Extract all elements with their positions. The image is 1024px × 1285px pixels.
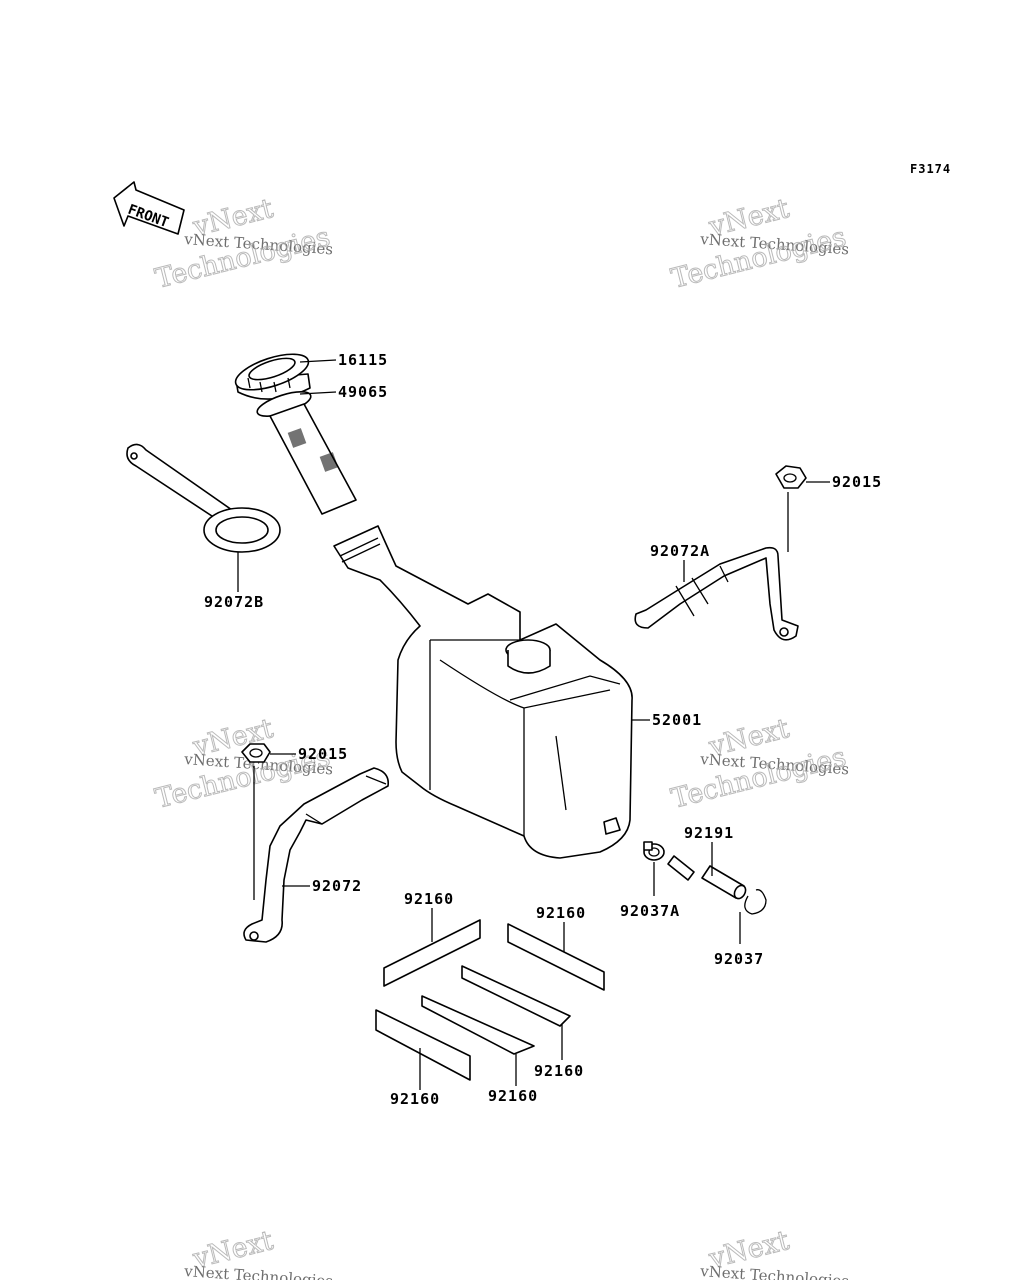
part-label-nut-upper: 92015 [832, 473, 882, 491]
clamp-a [643, 841, 665, 861]
bracket-lower [243, 767, 390, 943]
pad-4 [421, 995, 535, 1055]
watermark-top-right: vNext vNext Technologies Technologies [668, 193, 850, 296]
part-label-tank: 52001 [652, 711, 702, 729]
pad-3 [461, 965, 571, 1027]
nut-upper [775, 465, 807, 489]
bracket-a [634, 546, 799, 641]
watermark-bottom-left: vNext vNext Technologies [183, 1225, 334, 1285]
svg-text:Technologies: Technologies [668, 221, 849, 294]
part-label-hose: 92191 [684, 824, 734, 842]
part-label-nut-lower: 92015 [298, 745, 348, 763]
part-label-bracket-lower: 92072 [312, 877, 362, 895]
part-label-bracket-a: 92072A [650, 542, 710, 560]
part-label-pad-2: 92160 [536, 904, 586, 922]
pad-5 [375, 1009, 471, 1081]
watermark-bottom-right: vNext vNext Technologies [699, 1225, 850, 1285]
nut-lower [241, 743, 271, 763]
part-label-filler-neck: 49065 [338, 383, 388, 401]
filler-neck-strainer [256, 391, 357, 515]
part-label-pad-3: 92160 [534, 1062, 584, 1080]
strap-ring [126, 443, 281, 553]
clamp [744, 889, 767, 915]
front-arrow-icon: FRONT [113, 181, 185, 235]
oil-tank [333, 525, 633, 859]
part-label-clamp-a: 92037A [620, 902, 680, 920]
svg-text:Technologies: Technologies [152, 221, 333, 294]
hose [667, 855, 747, 900]
watermark-mid-left: vNext vNext Technologies Technologies [152, 713, 334, 816]
part-label-strap-b: 92072B [204, 593, 264, 611]
part-label-pad-5: 92160 [390, 1090, 440, 1108]
part-label-pad-4: 92160 [488, 1087, 538, 1105]
svg-text:Technologies: Technologies [668, 741, 849, 814]
part-label-pad-1: 92160 [404, 890, 454, 908]
svg-text:vNext Technologies: vNext Technologies [699, 1262, 850, 1280]
pad-2 [507, 923, 605, 991]
part-label-clamp: 92037 [714, 950, 764, 968]
svg-text:vNext Technologies: vNext Technologies [183, 1262, 334, 1280]
pad-1 [383, 919, 481, 987]
part-label-cap: 16115 [338, 351, 388, 369]
figure-code: F3174 [910, 162, 951, 176]
